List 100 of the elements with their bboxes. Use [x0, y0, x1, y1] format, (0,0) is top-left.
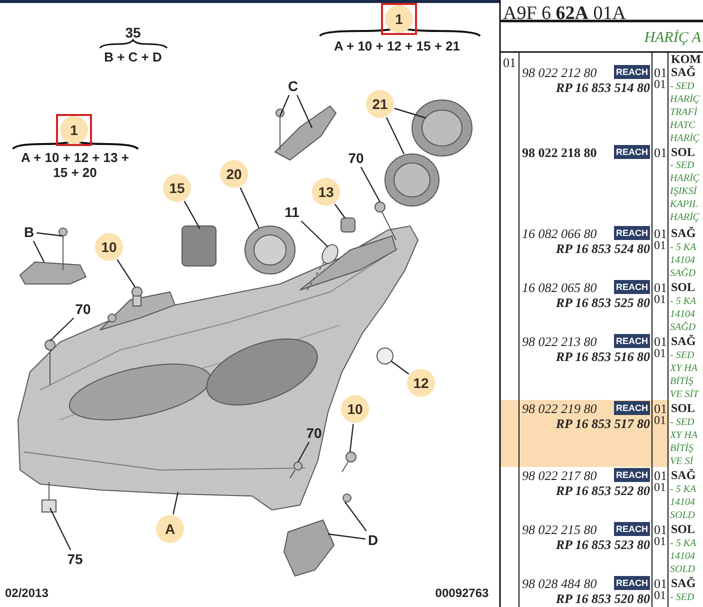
side-text: SOL [671, 521, 696, 538]
quantity: 01 [654, 575, 667, 591]
part-number: 98 022 215 80 [522, 521, 597, 539]
description-text: 14104 [670, 496, 695, 509]
catalog-code: A9F 6 62A 01A [503, 2, 626, 26]
quantity: 01 [654, 64, 667, 80]
callout-number: 1 [60, 116, 88, 144]
callout-number: 13 [312, 178, 340, 206]
leader-line [394, 108, 426, 119]
quantity: 01 [654, 588, 666, 604]
replacement-part-number: RP 16 853 520 80 [556, 590, 650, 607]
callout-label: 75 [67, 551, 83, 567]
quantity: 01 [654, 346, 666, 362]
callout-label: 70 [306, 425, 322, 441]
drawing-number: 00092763 [434, 585, 490, 602]
callout-number: 21 [366, 90, 394, 118]
leader-line [184, 200, 201, 230]
quantity: 01 [654, 521, 667, 537]
side-text: SAĞ [671, 225, 696, 242]
part-group: A + 10 + 12 + 15 + 21 [312, 36, 482, 56]
replacement-part-number: RP 16 853 516 80 [556, 348, 650, 366]
callout-number: 10 [341, 395, 369, 423]
quantity: 01 [654, 480, 666, 496]
description-text: 14104 [670, 254, 695, 267]
leader-line [279, 94, 290, 116]
description-text: SOLD [670, 563, 696, 576]
description-text: HARİÇ [670, 172, 700, 185]
description-text: 14104 [670, 550, 695, 563]
side-text: SOL [671, 144, 696, 161]
part-number: 98 022 217 80 [522, 467, 597, 485]
quantity: 01 [654, 467, 667, 483]
leader-line [349, 424, 354, 452]
compliance-badge: REACH [614, 145, 650, 159]
leader-line [172, 492, 179, 514]
leader-line [300, 220, 328, 248]
leader-line [334, 204, 346, 218]
part-number: 98 022 219 80 [522, 400, 597, 418]
callout-label: C [288, 78, 298, 94]
quantity: 01 [654, 225, 667, 241]
leader-line [49, 508, 72, 550]
compliance-badge: REACH [614, 468, 650, 482]
replacement-part-number: RP 16 853 523 80 [556, 536, 650, 554]
quantity: 01 [654, 77, 666, 93]
description-text: HATC [670, 119, 696, 132]
leader-line [344, 502, 367, 532]
description-text: - SED [670, 80, 694, 93]
description-text: XY HA [670, 429, 698, 442]
description-text: SAĞD [670, 267, 696, 280]
description-text: BİTİŞ [670, 375, 694, 388]
quantity: 01 [654, 238, 666, 254]
part-number: 98 022 212 80 [522, 64, 597, 82]
part-number: 98 028 484 80 [522, 575, 597, 593]
callout-label: 70 [348, 150, 364, 166]
compliance-badge: REACH [614, 280, 650, 294]
part-number: 98 022 218 80 [522, 144, 597, 162]
compliance-badge: REACH [614, 576, 650, 590]
leader-line [297, 442, 310, 462]
callout-number: 10 [95, 233, 123, 261]
description-text: - 5 KA [670, 483, 696, 496]
part-number: 16 082 065 80 [522, 279, 597, 297]
leader-line [116, 259, 136, 288]
column-heading: KOM [671, 51, 701, 66]
compliance-badge: REACH [614, 334, 650, 348]
leader-line [32, 240, 45, 262]
leader-line [296, 94, 313, 128]
replacement-part-number: RP 16 853 514 80 [556, 79, 650, 97]
description-text: 14104 [670, 308, 695, 321]
quantity: 01 [654, 400, 667, 416]
callout-number: 12 [407, 369, 435, 397]
header-text: HARİÇ A [644, 28, 701, 48]
compliance-badge: REACH [614, 226, 650, 240]
callout-number: A [156, 515, 184, 543]
replacement-part-number: RP 16 853 525 80 [556, 294, 650, 312]
compliance-badge: REACH [614, 401, 650, 415]
description-text: BİTİŞ [670, 442, 694, 455]
quantity: 01 [654, 333, 667, 349]
callout-label: 11 [284, 204, 300, 220]
callout-number: 1 [385, 5, 413, 33]
callout-label: 70 [75, 301, 91, 317]
date-text: 02/2013 [5, 585, 50, 602]
description-text: TRAFİ [670, 106, 698, 119]
compliance-badge: REACH [614, 65, 650, 79]
part-group: B + C + D [88, 47, 178, 67]
description-text: - 5 KA [670, 537, 696, 550]
callout-label: B [24, 224, 34, 240]
callout-label: D [368, 532, 378, 548]
leader-line [390, 360, 410, 375]
leader-line [386, 117, 405, 154]
description-text: XY HA [670, 362, 698, 375]
side-text: SOL [671, 400, 696, 417]
side-text: SAĞ [671, 575, 696, 592]
part-number: 98 022 213 80 [522, 333, 597, 351]
description-text: VE SİT [670, 388, 699, 401]
side-text: SAĞ [671, 64, 696, 81]
side-text: SAĞ [671, 467, 696, 484]
description-text: KAPIL [670, 198, 698, 211]
quantity: 01 [654, 534, 666, 550]
description-text: IŞIKSİ [670, 185, 697, 198]
leader-line [50, 318, 74, 342]
side-text: SAĞ [671, 333, 696, 350]
